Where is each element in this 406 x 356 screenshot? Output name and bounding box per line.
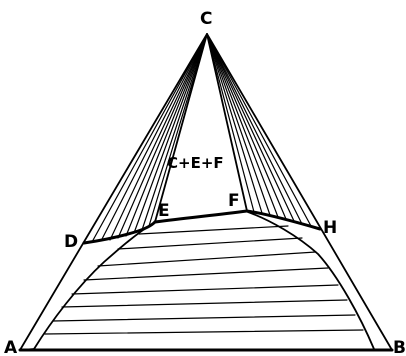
tie-line [206,33,255,213]
edge-b-c [206,33,393,351]
curve-f-h [245,209,322,231]
label-f: F [228,191,240,211]
label-three-phase: C+E+F [167,154,224,172]
right-tie-lines [206,33,312,227]
curve-e-f [153,209,249,224]
tie-line [109,33,208,241]
tie-line [117,33,208,239]
label-d: D [64,232,78,252]
horizontal-tie-lines [44,225,364,335]
tie-line [206,33,295,222]
tie-line [52,314,356,322]
tie-line [206,33,287,220]
tie-line [148,33,208,227]
tie-line [61,299,348,308]
tie-line [117,237,303,250]
tie-line [206,33,271,216]
label-b: B [393,338,406,356]
edge-c-e [154,33,208,223]
tie-line [206,33,303,225]
label-a: A [4,338,18,356]
left-tie-lines [91,33,208,243]
tie-line [141,33,208,231]
tie-line [206,33,279,218]
edge-a-c [19,33,208,351]
edge-c-f [206,33,248,212]
label-h: H [323,218,337,238]
tie-line [91,33,208,243]
three-phase-triangle [154,33,248,223]
tie-line [100,33,208,242]
outer-triangle [18,33,394,352]
label-e: E [158,201,170,221]
tie-line [133,33,208,234]
tie-line [138,225,289,235]
tie-line [206,33,312,227]
tie-line [125,33,208,237]
right-inner-curve [247,211,375,350]
label-c: C [200,9,212,29]
tie-line [71,284,339,295]
tie-line [44,329,364,335]
edge-a-inner [19,348,35,351]
tie-line [206,33,263,214]
tie-line [97,251,317,267]
tie-line [83,267,329,281]
